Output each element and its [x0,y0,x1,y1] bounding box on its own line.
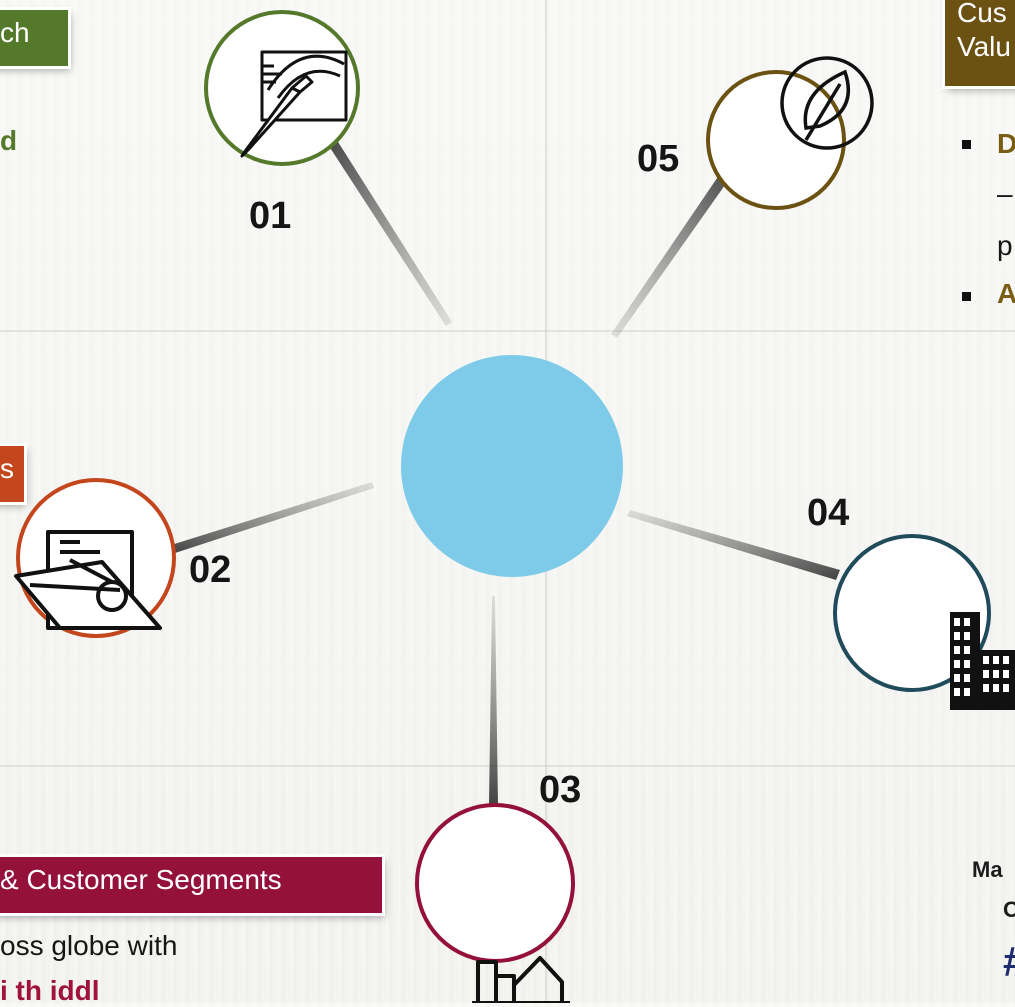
label-red-text: & Customer Segments [0,864,282,895]
rolled-blueprint-icon [14,530,162,630]
bottom-right-line2: O [1003,897,1015,922]
node-05[interactable] [706,70,846,210]
bottom-text-line2: i th iddl [0,975,100,1006]
plank-divider [0,765,1015,767]
left-text-fragment: d [0,125,18,156]
node-04-number: 04 [807,492,850,534]
label-brown-line1: Cus [957,0,1007,28]
node-03[interactable] [415,803,575,963]
label-orange: s [0,446,24,502]
leaf-icon [780,56,874,150]
label-value: Cus Valu [945,0,1015,86]
connector-01 [325,134,452,326]
node-05-number: 05 [637,138,680,180]
house-chart-icon [472,956,570,1003]
connector-02 [168,482,374,554]
label-customer-segments: & Customer Segments [0,857,382,913]
node-02-number: 02 [189,549,232,591]
label-brown-line2: Valu [957,31,1011,62]
buildings-icon [950,612,1015,710]
label-orange-text: s [0,453,14,484]
center-hub [401,355,623,577]
label-green: ch [0,10,68,66]
connector-05 [611,162,737,338]
bullet-marker [962,140,971,149]
connector-03 [489,596,498,805]
pen-drawing-icon [240,50,348,158]
bullet1-dash: – [997,178,1013,209]
plank-divider [0,330,1015,332]
bullet1-bold-text: D [997,128,1015,159]
bottom-right-hashtag: # [1003,938,1015,986]
node-01[interactable] [204,10,360,166]
bullet-marker [962,292,971,301]
node-01-number: 01 [249,195,292,237]
connector-04 [627,510,840,580]
bottom-text-line1: oss globe with [0,930,178,961]
bottom-right-line1: Ma [972,857,1003,882]
label-green-text: ch [0,17,30,48]
bullet1-continuation: p [997,230,1013,261]
bullet2-bold-text: A [997,278,1015,309]
node-03-number: 03 [539,769,582,811]
